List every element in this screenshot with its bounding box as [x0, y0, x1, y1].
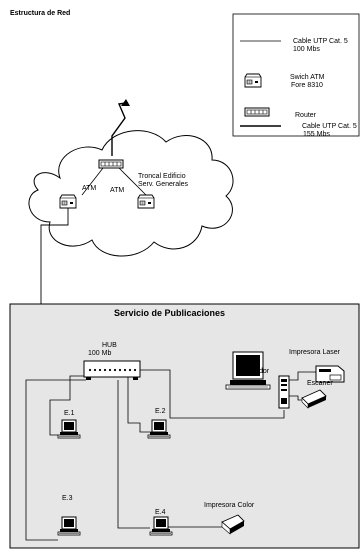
color-printer-label: Impresora Color	[204, 502, 255, 509]
router-icon	[244, 107, 270, 117]
e2-label: E.2	[155, 408, 166, 415]
network-cloud	[28, 130, 234, 257]
laser-printer-icon	[315, 365, 345, 383]
e3-label: E.3	[62, 495, 73, 502]
troncal-label-2: Serv. Generales	[138, 181, 189, 188]
color-printer-icon	[168, 514, 245, 535]
server-label: Servidor	[243, 368, 270, 375]
atm-right-label: ATM	[110, 187, 125, 194]
legend-atm-label-1: Swich ATM	[290, 74, 325, 81]
atm-switch-right-icon	[137, 194, 155, 209]
link-router-atm-left	[81, 167, 104, 196]
laser-printer-label: Impresora Laser	[289, 349, 340, 356]
scanner-label: Escaner	[307, 380, 333, 387]
hub-label-2: 100 Mb	[88, 350, 112, 357]
atm-switch-left-icon	[59, 194, 77, 209]
legend-thin-line-label-1: Cable UTP Cat. 5	[293, 38, 348, 45]
link-router-atm-right	[118, 167, 147, 196]
hub-label-1: HUB	[102, 342, 117, 349]
publications-title: Servicio de Publicaciones	[114, 308, 226, 318]
legend-thick-line-label-1: Cable UTP Cat. 5	[302, 123, 357, 130]
server-icon	[225, 351, 290, 409]
legend-router-label: Router	[295, 112, 317, 119]
legend-thick-line-label-2: 155 Mbs	[303, 131, 330, 138]
antenna-arrow-icon	[121, 99, 130, 106]
atm-left-label: ATM	[82, 185, 97, 192]
wireless-antenna-icon	[111, 102, 127, 156]
legend-thin-line-label-2: 100 Mbs	[293, 46, 320, 53]
atm-switch-icon	[244, 73, 262, 88]
diagram-title: Estructura de Red	[10, 10, 71, 17]
scanner-icon	[301, 389, 327, 409]
e1-label: E.1	[64, 410, 75, 417]
legend-atm-label-2: Fore 8310	[291, 82, 323, 89]
troncal-router-icon	[98, 159, 124, 169]
e4-label: E.4	[155, 509, 166, 516]
server-peripheral-cables	[289, 371, 316, 401]
troncal-label-1: Troncal Edificio	[138, 173, 186, 180]
hub-cables	[25, 369, 285, 541]
hub-icon	[83, 360, 141, 380]
